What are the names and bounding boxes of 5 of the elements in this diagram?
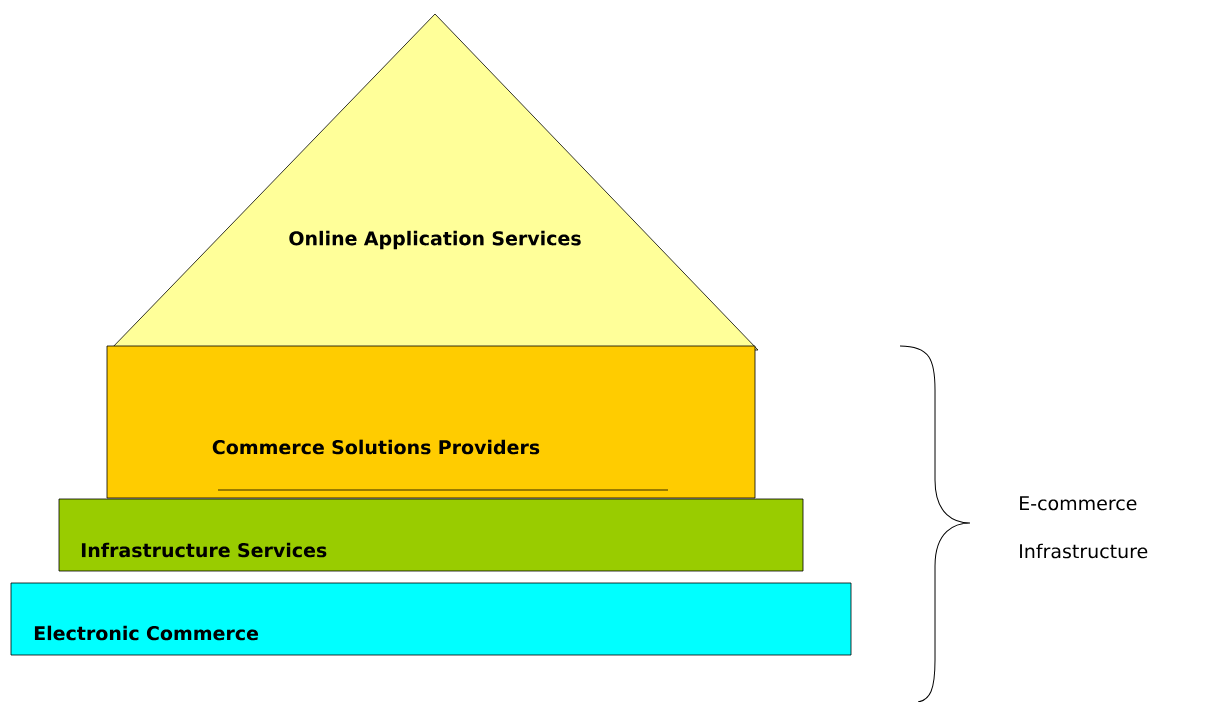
layer-box: Commerce Solutions Providers <box>106 345 756 499</box>
layer-box: Electronic Commerce <box>10 582 852 656</box>
layer-box: Infrastructure Services <box>58 498 804 572</box>
roof-triangle: Online Application Services <box>109 13 759 351</box>
brace-label: E-commerce Infrastructure <box>1020 496 1148 559</box>
